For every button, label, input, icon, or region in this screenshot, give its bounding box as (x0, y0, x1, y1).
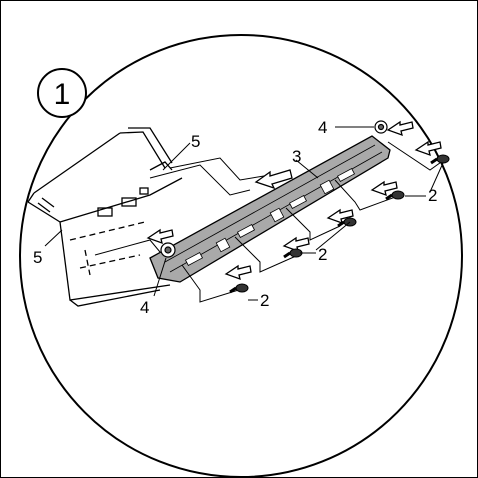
leader-screw-b (300, 221, 351, 254)
assembly-line-clip-b (169, 157, 271, 181)
trim-panel-slots (184, 168, 356, 266)
assembly-line-4 (334, 179, 399, 211)
step-badge-circle (37, 68, 87, 118)
callout-nut-upper: 4 (318, 118, 327, 137)
arrow-icon (386, 120, 414, 137)
corner-edge (27, 192, 35, 203)
screw-icon (229, 283, 249, 294)
bumper-lower-edge (69, 289, 161, 307)
arrow-icon (414, 140, 442, 157)
hidden-lines (69, 221, 146, 276)
assembly-line-clip-a (149, 164, 251, 196)
leader-nut-lower (153, 257, 167, 297)
step-badge: 1 (37, 68, 87, 118)
leader-clip-upper (162, 142, 191, 171)
nuts (160, 120, 388, 258)
leader-screw-c (405, 162, 444, 197)
assembly-line-clip-c (94, 239, 161, 256)
nut-icon (374, 120, 388, 134)
screws (229, 154, 450, 294)
body-slot-c (139, 187, 149, 195)
callout-screw-a: 2 (260, 291, 269, 310)
assembly-line-5 (387, 141, 445, 171)
assembly-line-1 (181, 264, 246, 303)
roof-edge-inner (128, 127, 173, 164)
leader-clip-lower (44, 229, 63, 247)
arrow-icon (370, 180, 398, 197)
body-slot-b (121, 197, 137, 207)
callout-trim-panel: 3 (292, 147, 301, 166)
nut-icon (160, 242, 176, 258)
arrows (146, 120, 442, 281)
roof-edge (119, 131, 166, 169)
arrow-icon (146, 228, 174, 245)
leader-lines (44, 126, 444, 301)
callout-clip-lower: 5 (33, 248, 42, 267)
assembly-line-2 (234, 236, 297, 273)
trim-panel (149, 135, 391, 283)
tailgate-top-edge (59, 177, 183, 223)
screw-icon (283, 248, 303, 259)
arrow-icon (254, 169, 293, 190)
assembly-line-3 (285, 207, 341, 241)
callout-screw-c: 2 (428, 186, 437, 205)
screw-icon (430, 154, 450, 165)
assembly-lines (94, 141, 445, 303)
screw-icon (385, 190, 405, 201)
clip-seat-upper (149, 161, 173, 171)
callout-nut-lower: 4 (140, 298, 149, 317)
callout-screw-b: 2 (318, 245, 327, 264)
detail-circle (19, 34, 463, 478)
side-panel (27, 201, 171, 301)
callout-clip-upper: 5 (191, 132, 200, 151)
body-slot-a (97, 207, 113, 217)
side-detail (37, 197, 55, 213)
vehicle-body (27, 127, 183, 307)
leader-trim-panel (295, 159, 319, 179)
trim-panel-body (149, 135, 391, 283)
step-number: 1 (54, 78, 71, 111)
body-upper-left-edge (33, 132, 121, 194)
arrow-icon (224, 264, 252, 281)
